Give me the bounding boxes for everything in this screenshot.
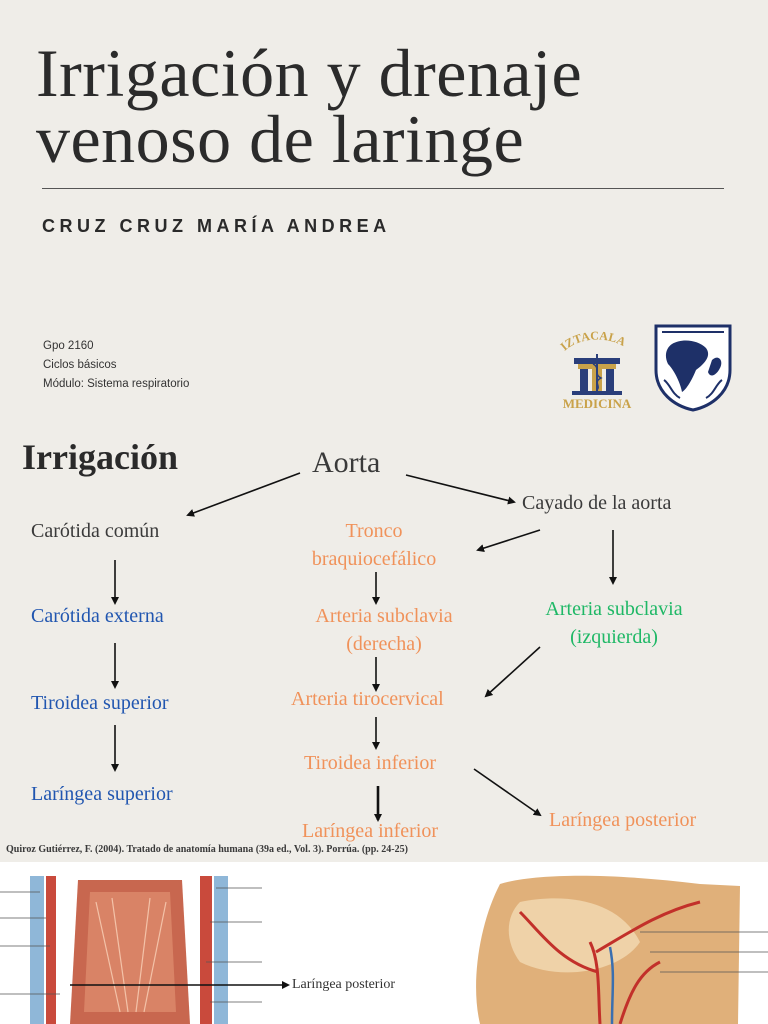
logo-bottom-text: MEDICINA [563, 396, 632, 411]
title-line-1: Irrigación y drenaje [36, 35, 583, 111]
node-laringea-superior: Laríngea superior [31, 783, 173, 805]
node-arteria-tirocervical: Arteria tirocervical [291, 688, 444, 710]
node-subclavia-izq-line-1: Arteria subclavia [545, 598, 683, 620]
image-caption-laringea-posterior: Laríngea posterior [292, 977, 396, 992]
node-subclavia-der-line-2: (derecha) [346, 633, 422, 655]
node-tiroidea-inferior: Tiroidea inferior [304, 752, 437, 774]
node-cayado-aorta: Cayado de la aorta [522, 492, 672, 514]
node-tronco-line-2: braquiocefálico [311, 548, 437, 570]
title-line-2: venoso de laringe [36, 101, 525, 177]
arrow-cayado-to-tronco [476, 529, 541, 552]
cycle-label: Ciclos básicos [43, 359, 117, 371]
node-laringea-posterior: Laríngea posterior [549, 809, 697, 831]
node-subclavia-derecha: Arteria subclavia (derecha) [298, 602, 470, 658]
arrow-subclavia-izq-to-tirocervical [484, 646, 541, 698]
page-title: Irrigación y drenaje venoso de laringe [36, 35, 736, 177]
node-tiroidea-superior: Tiroidea superior [31, 692, 169, 714]
iztacala-medicina-logo: IZTACALA MEDICINA [557, 328, 632, 411]
node-tronco-braquiocefalico: Tronco braquiocefálico [298, 517, 450, 573]
author-name: CRUZ CRUZ MARÍA ANDREA [42, 216, 391, 236]
node-subclavia-izq-line-2: (izquierda) [570, 626, 658, 648]
section-title: Irrigación [22, 437, 178, 477]
flow-arrows [111, 472, 617, 822]
node-tronco-line-1: Tronco [345, 520, 403, 542]
node-carotida-externa: Carótida externa [31, 605, 164, 627]
unam-shield-logo [654, 324, 732, 412]
module-label: Módulo: Sistema respiratorio [43, 378, 190, 390]
node-carotida-comun: Carótida común [31, 520, 160, 542]
node-subclavia-der-line-1: Arteria subclavia [315, 605, 453, 627]
citation: Quiroz Gutiérrez, F. (2004). Tratado de … [6, 844, 408, 855]
arrow-aorta-to-carotida [186, 472, 301, 517]
arrow-tiroidea-inf-to-laringea-post [473, 768, 542, 817]
node-laringea-inferior: Laríngea inferior [302, 820, 439, 842]
node-subclavia-izquierda: Arteria subclavia (izquierda) [530, 595, 698, 651]
node-aorta: Aorta [312, 446, 381, 479]
group-label: Gpo 2160 [43, 340, 94, 352]
larynx-anatomy-illustration [0, 875, 768, 1024]
title-divider [42, 188, 724, 189]
arrow-aorta-to-cayado [405, 474, 516, 505]
